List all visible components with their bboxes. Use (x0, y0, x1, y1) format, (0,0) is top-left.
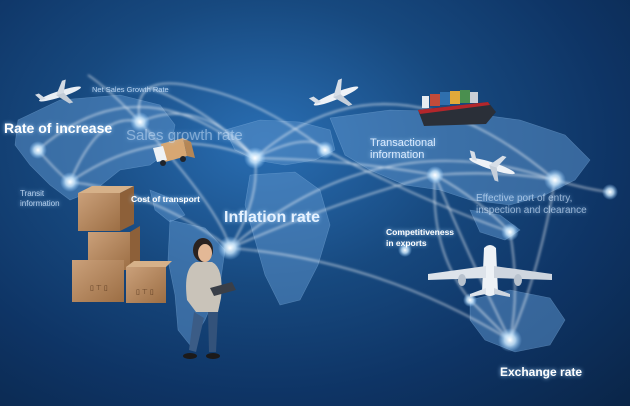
cargo-ship-icon (418, 90, 496, 126)
network-routes (37, 74, 611, 341)
airplane-icon (428, 245, 552, 297)
woman-with-tablet-icon (183, 238, 236, 359)
node (60, 172, 80, 192)
exchange-rate-label: Exchange rate (500, 365, 583, 379)
node (426, 166, 444, 184)
net-sales-growth-rate-label: Net Sales Growth Rate (92, 85, 169, 94)
node (218, 236, 242, 260)
node (29, 141, 47, 159)
node (244, 147, 266, 169)
competitiveness-label-line2: in exports (386, 238, 427, 248)
node (501, 223, 519, 241)
africa-land (244, 171, 331, 306)
truck-icon (153, 138, 195, 166)
rate-of-increase-label: Rate of increase (4, 120, 113, 136)
airplane-icon (308, 78, 359, 106)
node (544, 169, 566, 191)
svg-text:▯ ⊤ ▯: ▯ ⊤ ▯ (136, 289, 154, 296)
effective-port-label-line1: Effective port of entry, (476, 193, 573, 204)
cost-of-transport-label: Cost of transport (131, 194, 200, 204)
transactional-information-label-line2: information (370, 149, 425, 161)
transit-information-label-line1: Transit (20, 189, 45, 198)
inflation-rate-label: Inflation rate (224, 209, 321, 226)
node (398, 243, 412, 257)
airplane-icon (469, 150, 515, 182)
effective-port-label-line2: inspection and clearance (476, 205, 587, 216)
airplane-icon (35, 79, 81, 104)
cardboard-boxes-icon: ▯ ⊤ ▯ ▯ ⊤ ▯ (72, 186, 172, 303)
node (498, 328, 522, 352)
svg-text:▯ ⊤ ▯: ▯ ⊤ ▯ (90, 285, 108, 292)
node (316, 141, 334, 159)
node (602, 184, 618, 200)
node (130, 112, 150, 132)
transit-information-label-line2: information (20, 199, 60, 208)
node (463, 293, 477, 307)
sales-growth-rate-label: Sales growth rate (126, 127, 243, 144)
competitiveness-label-line1: Competitiveness (386, 227, 455, 237)
network-nodes (29, 112, 618, 352)
transactional-information-label-line1: Transactional (370, 137, 436, 149)
